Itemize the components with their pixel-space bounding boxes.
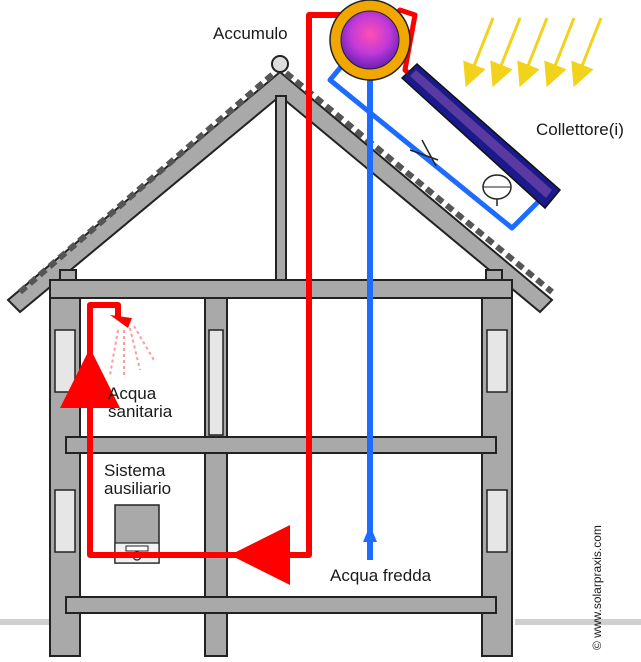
shower-head: [109, 315, 156, 376]
copyright-text: © www.solarpraxis.com: [590, 525, 604, 650]
solar-collector: [400, 62, 562, 210]
hot-water-label-line1: Acqua: [108, 384, 157, 403]
sun-ray-arrows: [463, 17, 603, 88]
hot-water-pipe: [60, 12, 370, 585]
auxiliary-label-line1: Sistema: [104, 461, 166, 480]
storage-tank: [329, 0, 411, 81]
roof: [6, 55, 554, 314]
cold-water-label: Acqua fredda: [330, 566, 432, 585]
hot-water-label-line2: sanitaria: [108, 402, 173, 421]
collectors-label: Collettore(i): [536, 120, 624, 139]
ground-line: [0, 619, 641, 625]
expansion-vessel: [482, 174, 512, 206]
storage-label: Accumulo: [213, 24, 288, 43]
auxiliary-label-line2: ausiliario: [104, 479, 172, 498]
cold-water-arrow: [363, 525, 377, 542]
